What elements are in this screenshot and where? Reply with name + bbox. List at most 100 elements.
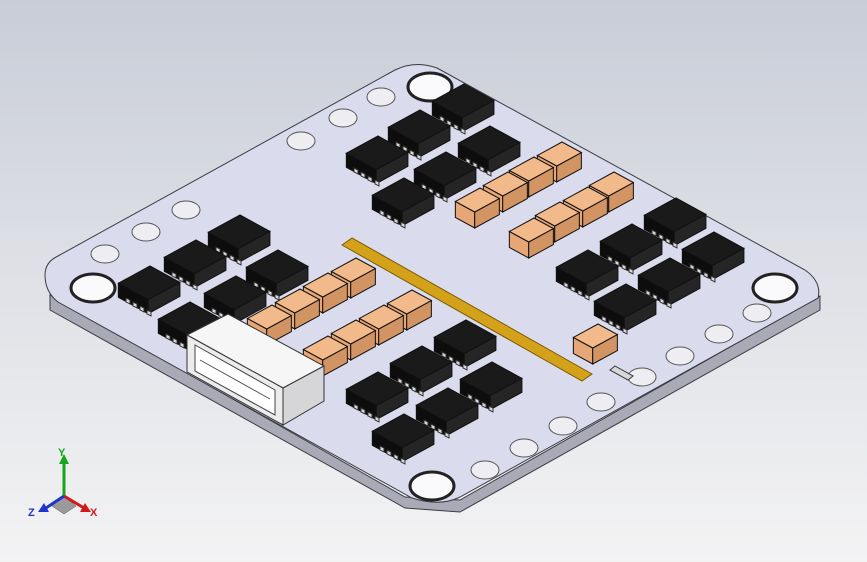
pad <box>286 131 316 151</box>
smd-resistor-top <box>330 319 377 345</box>
ic-chip-top <box>433 319 497 355</box>
ic-pin <box>645 289 651 297</box>
pad <box>742 303 772 323</box>
ic-pin <box>659 297 665 305</box>
smd-resistor-top <box>508 217 555 243</box>
ic-chip <box>207 214 271 266</box>
ic-chip-top <box>593 283 657 319</box>
ic-chip <box>459 361 523 413</box>
x-axis-label: X <box>90 507 98 519</box>
ic-chip <box>681 231 745 283</box>
y-axis-arrow <box>59 454 69 464</box>
x-axis-line <box>63 494 85 510</box>
smd-resistor-top <box>572 323 619 349</box>
ic-chip <box>415 387 479 439</box>
ic-pin <box>185 279 191 287</box>
ic-chip <box>245 249 309 301</box>
connector[interactable] <box>185 313 326 426</box>
ic-chip-top <box>207 214 271 250</box>
ic-pin <box>481 401 487 409</box>
ic-pin <box>397 377 403 385</box>
ic-pin <box>236 258 242 266</box>
mounting-hole <box>406 71 454 103</box>
ic-pin <box>652 293 658 301</box>
ic-chip-top <box>387 109 451 145</box>
smd-resistor <box>454 187 501 229</box>
ic-pin <box>393 217 399 225</box>
ic-pin <box>607 255 613 263</box>
ic-pin <box>211 307 217 315</box>
ic-pin <box>584 293 590 301</box>
ic-pin <box>689 263 695 271</box>
ic-pin <box>409 149 415 157</box>
ic-chip-top <box>431 83 495 119</box>
smd-resistor-top <box>330 257 377 283</box>
ic-pin <box>367 175 373 183</box>
ic-pin <box>462 363 468 371</box>
ic-chip-top <box>415 387 479 423</box>
smd-resistor <box>508 217 555 259</box>
ic-pin <box>430 423 436 431</box>
ic-pin <box>437 427 443 435</box>
ic-chip <box>413 151 477 203</box>
ic-pin <box>446 119 452 127</box>
ic-pin <box>374 415 380 423</box>
ic-pin <box>229 254 235 262</box>
ic-pin <box>442 195 448 203</box>
ic-pin <box>125 297 131 305</box>
ic-chips <box>117 83 745 465</box>
smd-resistor-top <box>302 272 349 298</box>
ic-pin <box>614 259 620 267</box>
ic-pin <box>353 167 359 175</box>
ic-pin <box>444 431 450 439</box>
ic-pin <box>165 333 171 341</box>
ic-chip-top <box>245 249 309 285</box>
ic-pin <box>146 309 152 317</box>
ic-pin <box>267 289 273 297</box>
smd-resistor-top <box>482 171 529 197</box>
axis-triad: Y X Z <box>28 447 98 519</box>
y-axis-label: Y <box>58 447 66 459</box>
ic-chip <box>157 301 221 353</box>
z-axis-label: Z <box>28 507 35 519</box>
ic-pin <box>651 229 657 237</box>
ic-pin <box>472 161 478 169</box>
ic-chip-top <box>389 345 453 381</box>
ic-chip-top <box>599 223 663 259</box>
ic-chip <box>117 265 181 317</box>
ic-chip-top <box>117 265 181 301</box>
ic-chip-top <box>163 239 227 275</box>
mounting-hole <box>408 470 456 502</box>
ic-pin <box>360 407 366 415</box>
pad <box>586 392 616 412</box>
ic-pin <box>710 275 716 283</box>
ic-chip <box>431 83 495 135</box>
connector-side <box>282 365 325 426</box>
ic-pin <box>435 191 441 199</box>
pad <box>548 416 578 436</box>
ic-chip-top <box>555 249 619 285</box>
ic-pin <box>374 179 380 187</box>
ic-pin <box>360 171 366 179</box>
ic-chip <box>555 249 619 301</box>
ic-pin <box>577 289 583 297</box>
ic-pin <box>703 271 709 279</box>
ic-pin <box>696 267 702 275</box>
ic-chip <box>345 371 409 423</box>
connector-opening-line <box>199 359 271 400</box>
ic-pin <box>486 169 492 177</box>
ic-pin <box>488 405 494 413</box>
mounting-hole <box>751 272 799 304</box>
ic-pin <box>658 233 664 241</box>
ic-chip-top <box>371 413 435 449</box>
ic-pin <box>178 275 184 283</box>
ic-chip <box>163 239 227 291</box>
ic-chip-top <box>345 135 409 171</box>
z-axis-line <box>45 494 65 510</box>
smd-resistor-top <box>274 288 321 314</box>
ic-pin <box>479 165 485 173</box>
ic-pin <box>666 301 672 309</box>
ic-pin <box>622 327 628 335</box>
ic-pin <box>439 115 445 123</box>
